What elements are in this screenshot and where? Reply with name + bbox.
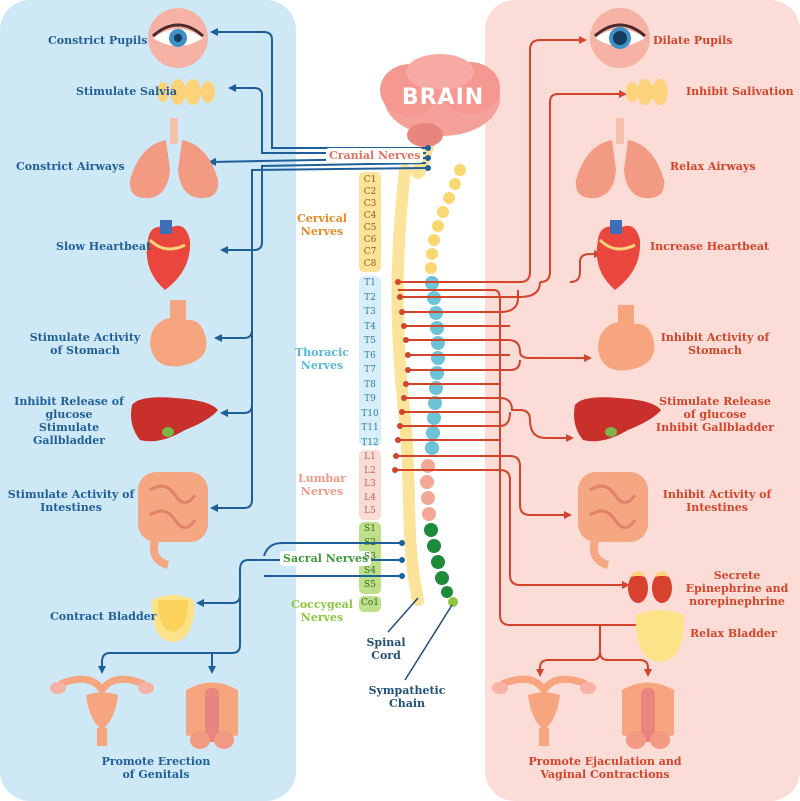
salivary-gland-icon-right [626, 79, 668, 105]
sympathetic-chain-pointer [404, 604, 453, 681]
label-spinal-cord: Spinal Cord [366, 636, 406, 662]
label-stimulate-glucose: Stimulate Release of glucose Inhibit Gal… [655, 395, 775, 434]
vertebra-c4: C4 [363, 211, 377, 221]
label-inhibit-salivation: Inhibit Salivation [686, 85, 794, 98]
label-inhibit-intestines: Inhibit Activity of Intestines [662, 488, 772, 514]
coccygeal-column [359, 596, 381, 612]
bladder-icon-left [151, 595, 195, 642]
label-inhibit-glucose: Inhibit Release of glucose Stimulate Gal… [14, 395, 124, 447]
label-cervical-nerves: Cervical Nerves [296, 212, 348, 238]
lungs-icon-left [129, 118, 219, 199]
vertebra-t1: T1 [364, 278, 376, 288]
lumbar-column [359, 450, 381, 520]
label-sympathetic-chain: Sympathetic Chain [368, 684, 446, 710]
vertebra-t2: T2 [364, 292, 376, 303]
label-inhibit-stomach: Inhibit Activity of Stomach [660, 331, 770, 357]
intestines-icon-left [138, 472, 208, 569]
label-contract-bladder: Contract Bladder [50, 610, 157, 623]
cranial-dots [425, 145, 431, 171]
heart-icon-right [596, 220, 641, 290]
sympathetic-panel [485, 0, 800, 801]
sympathetic-dots [392, 279, 411, 473]
label-increase-heartbeat: Increase Heartbeat [650, 240, 770, 253]
vertebra-s4: S4 [364, 566, 376, 576]
vertebra-t4: T4 [364, 321, 376, 332]
vertebra-t9: T9 [364, 394, 376, 404]
vertebra-t3: T3 [364, 307, 376, 317]
vertebra-s5: S5 [364, 580, 376, 590]
vertebra-c5: C5 [363, 223, 377, 233]
label-coccygeal-nerves: Coccygeal Nerves [291, 598, 353, 624]
vertebra-s1: S1 [364, 524, 376, 534]
label-relax-airways: Relax Airways [670, 160, 756, 173]
label-dilate-pupils: Dilate Pupils [653, 34, 733, 47]
label-promote-erection: Promote Erection of Genitals [101, 755, 211, 781]
adrenal-glands-icon-right [628, 571, 672, 603]
stomach-icon-left [150, 300, 207, 367]
bladder-icon-right [635, 610, 685, 662]
vertebra-c7: C7 [363, 247, 377, 257]
brain-illustration [380, 54, 500, 147]
label-stimulate-intestines: Stimulate Activity of Intestines [7, 488, 135, 514]
eye-icon-right [590, 8, 650, 68]
liver-icon-right [574, 397, 661, 442]
label-stimulate-stomach: Stimulate Activity of Stomach [29, 331, 141, 357]
vertebra-l3: L3 [364, 479, 376, 489]
label-thoracic-nerves: Thoracic Nerves [294, 346, 350, 372]
vertebra-t11: T11 [361, 423, 379, 433]
vertebra-c3: C3 [363, 199, 377, 209]
sympathetic-chain-beads [420, 164, 466, 607]
salivary-gland-icon-left [157, 79, 215, 105]
intestines-icon-right [578, 472, 648, 569]
label-stimulate-salvia: Stimulate Salvia [76, 85, 178, 98]
vertebra-t12: T12 [361, 437, 379, 448]
sympathetic-lines [395, 36, 652, 677]
liver-icon-left [131, 397, 218, 442]
vertebra-s2: S2 [364, 538, 376, 548]
vertebra-co1: Co1 [360, 598, 380, 608]
label-constrict-pupils: Constrict Pupils [48, 34, 148, 47]
heart-icon-left [146, 220, 191, 290]
thoracic-column [359, 276, 381, 446]
sacral-dots [399, 540, 405, 579]
label-constrict-airways: Constrict Airways [16, 160, 125, 173]
vertebra-l5: L5 [364, 506, 376, 516]
label-secrete-epinephrine: Secrete Epinephrine and norepinephrine [685, 569, 789, 608]
cervical-column [359, 172, 381, 272]
label-lumbar-nerves: Lumbar Nerves [298, 472, 346, 498]
male-reproductive-icon-left [186, 682, 238, 749]
vertebra-t7: T7 [364, 365, 376, 375]
uterus-icon-right [492, 675, 596, 746]
uterus-icon-left [50, 675, 154, 746]
vertebra-s3: S3 [364, 552, 376, 562]
vertebra-l1: L1 [364, 452, 376, 462]
vertebra-t6: T6 [364, 350, 376, 361]
brain-label: BRAIN [401, 85, 485, 110]
vertebra-t10: T10 [361, 408, 379, 419]
lungs-icon-right [575, 118, 665, 199]
spinal-cord-shape [391, 164, 424, 606]
label-slow-heartbeat: Slow Heartbeat [56, 240, 152, 253]
vertebra-c1: C1 [363, 175, 377, 185]
label-promote-ejaculation: Promote Ejaculation and Vaginal Contract… [528, 755, 682, 781]
male-reproductive-icon-right [622, 682, 674, 749]
vertebra-l2: L2 [364, 465, 376, 476]
eye-icon-left [148, 8, 208, 68]
label-sacral-nerves: Sacral Nerves [280, 551, 372, 566]
label-relax-bladder: Relax Bladder [690, 627, 777, 640]
vertebra-c8: C8 [363, 259, 377, 269]
vertebra-t5: T5 [364, 336, 376, 346]
vertebra-l4: L4 [364, 492, 376, 503]
stomach-icon-right [598, 305, 655, 371]
vertebra-t8: T8 [364, 379, 376, 390]
vertebra-c6: C6 [363, 235, 377, 245]
label-cranial-nerves: Cranial Nerves [326, 148, 424, 163]
spinal-cord-pointer [387, 597, 419, 633]
vertebra-c2: C2 [363, 187, 377, 197]
cranial-lines [208, 28, 427, 512]
